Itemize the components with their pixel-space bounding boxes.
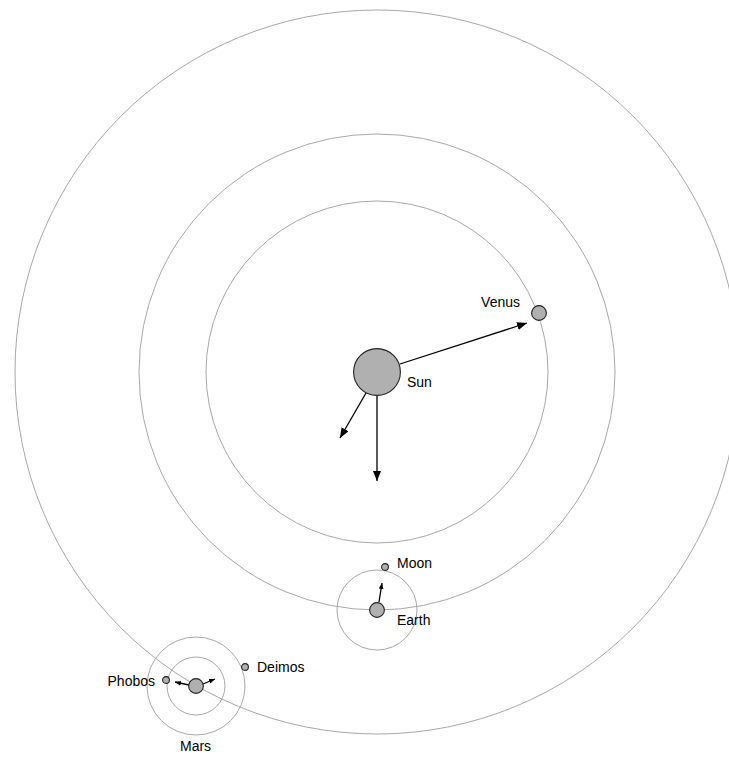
body-disc bbox=[189, 679, 204, 694]
earth-orbit bbox=[139, 134, 615, 610]
body-label: Deimos bbox=[257, 659, 304, 675]
body-disc bbox=[163, 677, 170, 684]
body-outline bbox=[162, 676, 170, 684]
phobos-orbit bbox=[167, 657, 225, 715]
force-arrow bbox=[175, 682, 189, 685]
venus-orbit bbox=[206, 201, 548, 543]
body-disc bbox=[370, 603, 385, 618]
moon-orbit bbox=[337, 570, 417, 650]
planet-node: Venus bbox=[531, 305, 547, 321]
force-arrow bbox=[340, 393, 366, 438]
body-disc bbox=[382, 564, 389, 571]
force-arrow bbox=[376, 396, 377, 481]
body-disc bbox=[242, 664, 249, 671]
mars-orbit bbox=[15, 10, 729, 734]
body-outline bbox=[353, 348, 401, 396]
planet-node: Earth bbox=[369, 602, 385, 618]
body-outline bbox=[531, 305, 547, 321]
body-label: Moon bbox=[397, 555, 432, 571]
body-label: Sun bbox=[407, 374, 432, 390]
body-label: Phobos bbox=[108, 673, 155, 689]
body-label: Venus bbox=[481, 294, 520, 310]
moon-node: Phobos bbox=[162, 676, 170, 684]
moon-node: Moon bbox=[381, 563, 389, 571]
body-outline bbox=[369, 602, 385, 618]
body-outline bbox=[381, 563, 389, 571]
star-node: Sun bbox=[353, 348, 401, 396]
body-label: Mars bbox=[180, 738, 211, 754]
planet-node: Mars bbox=[188, 678, 204, 694]
body-outline bbox=[241, 663, 249, 671]
deimos-orbit bbox=[147, 637, 245, 735]
moon-node: Deimos bbox=[241, 663, 249, 671]
force-arrow bbox=[400, 323, 527, 364]
body-disc bbox=[532, 306, 547, 321]
body-label: Earth bbox=[397, 612, 430, 628]
body-disc bbox=[354, 349, 401, 396]
force-arrow bbox=[203, 679, 215, 684]
body-outline bbox=[188, 678, 204, 694]
force-arrow bbox=[379, 583, 382, 602]
